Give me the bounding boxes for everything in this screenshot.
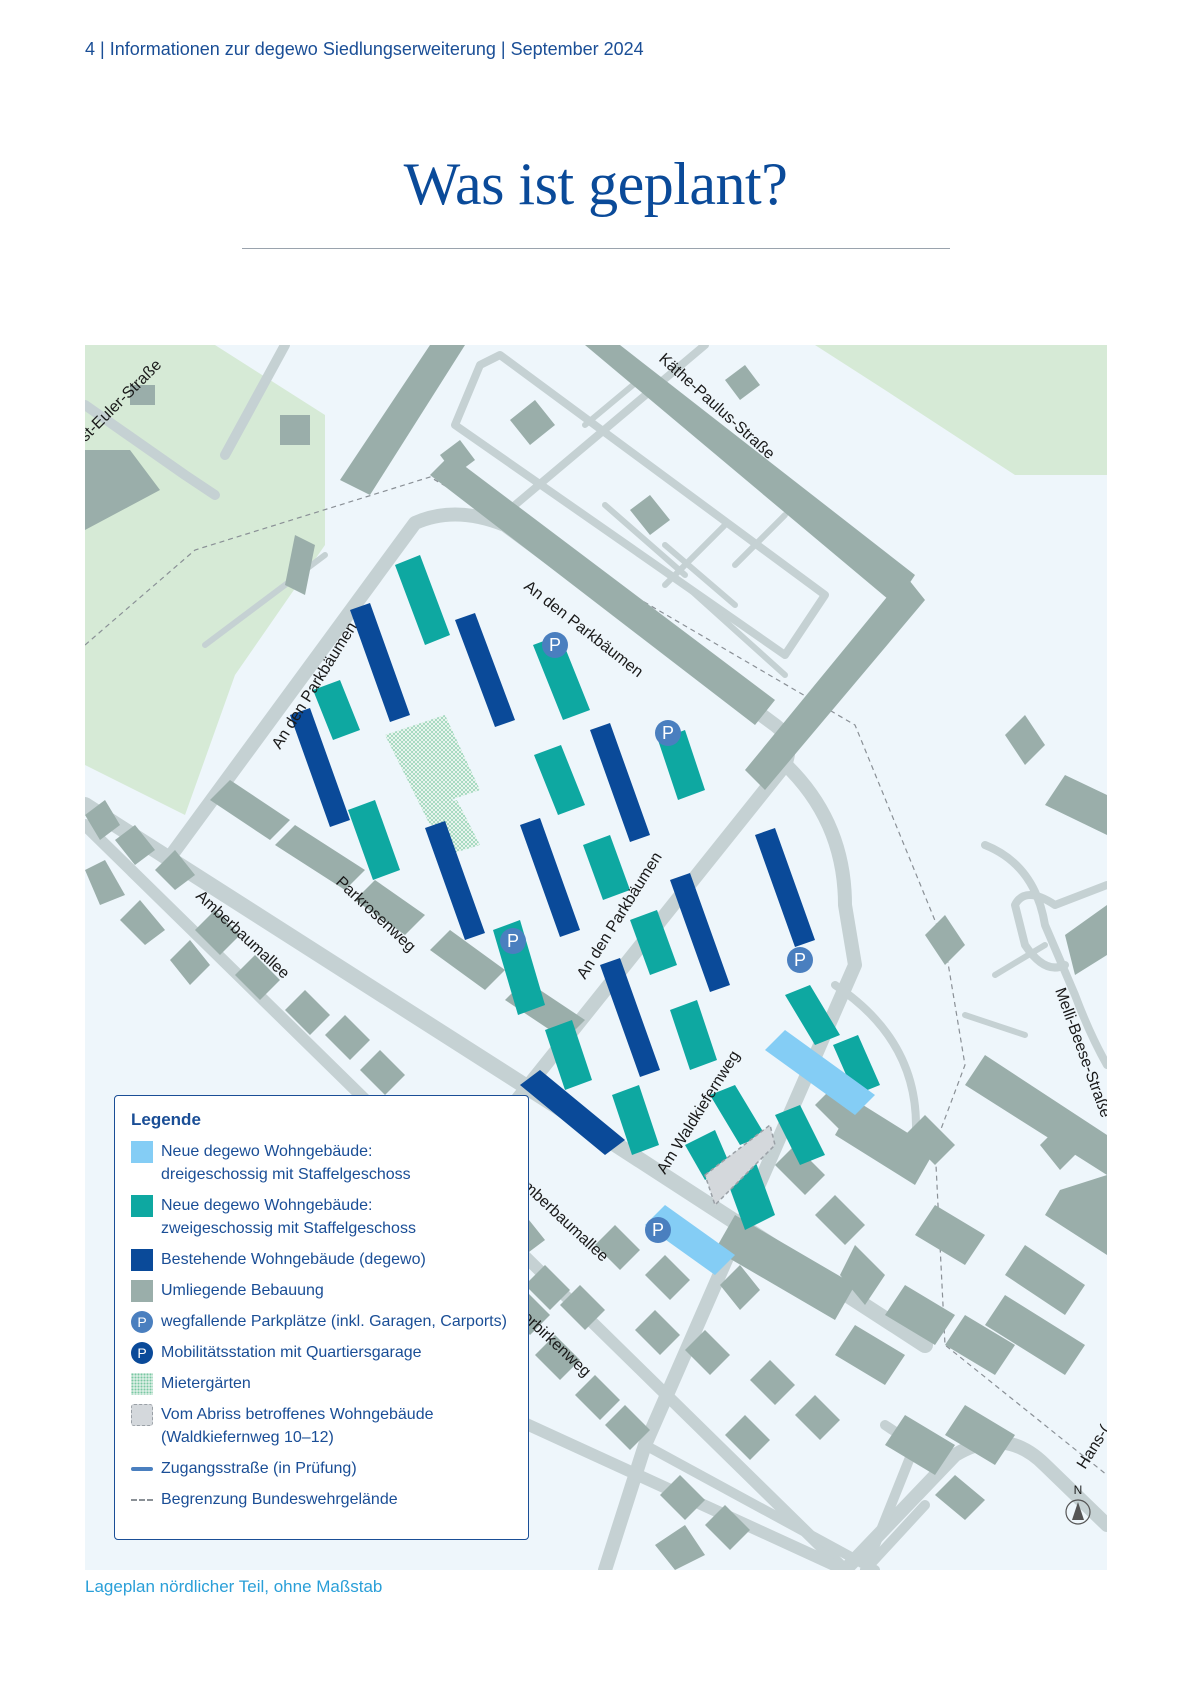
existing-degewo-buildings [290,603,815,1155]
mobility-station-icon: P [131,1342,153,1364]
legend-title: Legende [131,1110,201,1129]
parking-glyph: P [549,635,561,655]
legend-label-cont: dreigeschossig mit Staffelgeschoss [161,1166,411,1183]
title-divider [242,248,950,249]
legend-label: Mietergärten [161,1375,251,1392]
legend-item-existing: Bestehende Wohngebäude (degewo) [131,1248,512,1271]
legend-label: Bestehende Wohngebäude (degewo) [161,1251,426,1268]
legend-item-gardens: Mietergärten [131,1372,512,1395]
north-arrow: N [1065,1483,1091,1525]
legend-label: Zugangsstraße (in Prüfung) [161,1460,357,1477]
bundeswehr-boundary [85,476,1107,1476]
parking-icon [645,1217,671,1243]
legend-item-mobility: P Mobilitätsstation mit Quartiersgarage [131,1341,512,1364]
legend-item-new-two-storey: Neue degewo Wohngebäude: zweigeschossig … [131,1194,512,1240]
parking-icon [655,720,681,746]
legend-label: Neue degewo Wohngebäude: [161,1197,373,1214]
parking-icon [542,632,568,658]
map-legend: Legende Neue degewo Wohngebäude: dreiges… [114,1095,529,1540]
legend-item-surrounding: Umliegende Bebauung [131,1279,512,1302]
parking-markers: P P P P P [500,632,813,1243]
street-label-hans: Hans-( [1074,1422,1107,1472]
dark-blue-square-icon [131,1249,153,1271]
parking-icon [787,947,813,973]
legend-label-cont: zweigeschossig mit Staffelgeschoss [161,1220,416,1237]
legend-label: Vom Abriss betroffenes Wohngebäude [161,1406,434,1423]
legend-label: Begrenzung Bundeswehrgelände [161,1491,398,1508]
tenant-gardens [385,715,480,855]
green-area-west [85,345,325,815]
parking-glyph: P [507,931,519,951]
map-caption: Lageplan nördlicher Teil, ohne Maßstab [85,1577,383,1596]
site-plan-svg: P P P P P gust-Euler-Straße Käthe-Paulus… [85,345,1107,1570]
legend-item-parking: P wegfallende Parkplätze (inkl. Garagen,… [131,1310,512,1333]
legend-item-demolition: Vom Abriss betroffenes Wohngebäude (Wald… [131,1403,512,1449]
garden-pattern-icon [131,1373,153,1395]
parking-glyph: P [662,723,674,743]
parking-icon [500,928,526,954]
teal-square-icon [131,1195,153,1217]
demolition-building [704,1123,776,1207]
page-title: Was ist geplant? [403,151,788,217]
legend-item-access-road: Zugangsstraße (in Prüfung) [131,1457,512,1480]
demolition-icon [131,1404,153,1426]
legend-label: Neue degewo Wohngebäude: [161,1143,373,1160]
parking-icon: P [131,1311,153,1333]
access-road-line-icon [131,1458,153,1480]
boundary-dash-icon [131,1489,153,1511]
site-plan-map: P P P P P gust-Euler-Straße Käthe-Paulus… [85,345,1107,1570]
green-area-northeast [815,345,1107,475]
parking-glyph: P [652,1220,664,1240]
legend-label: wegfallende Parkplätze (inkl. Garagen, C… [161,1313,507,1330]
legend-label-cont: (Waldkiefernweg 10–12) [161,1429,334,1446]
legend-label: Umliegende Bebauung [161,1282,324,1299]
legend-item-boundary: Begrenzung Bundeswehrgelände [131,1488,512,1511]
legend-item-new-three-storey: Neue degewo Wohngebäude: dreigeschossig … [131,1140,512,1186]
legend-label: Mobilitätsstation mit Quartiersgarage [161,1344,422,1361]
north-letter: N [1074,1483,1083,1497]
page-header: 4 | Informationen zur degewo Siedlungser… [85,39,644,59]
surrounding-buildings [85,345,1107,1570]
light-blue-square-icon [131,1141,153,1163]
parking-glyph: P [794,950,806,970]
new-two-storey-buildings [313,555,880,1230]
grey-square-icon [131,1280,153,1302]
